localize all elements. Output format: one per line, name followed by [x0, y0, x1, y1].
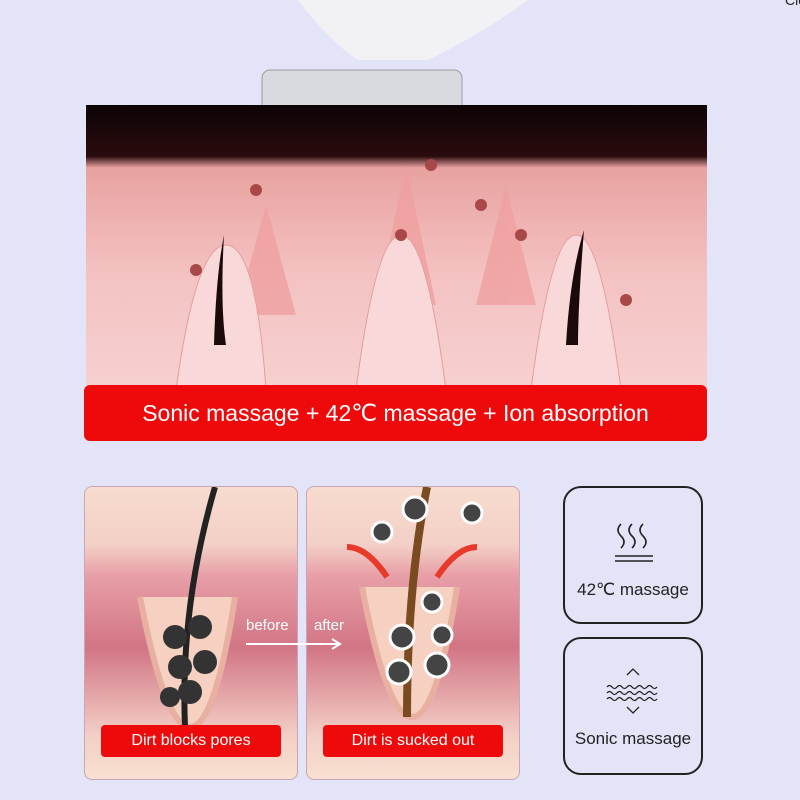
clogged-pore-illustration	[137, 487, 238, 731]
sonic-wave-icon	[606, 668, 658, 714]
before-panel: Dirt blocks pores	[84, 486, 298, 780]
arrow-right-icon	[246, 638, 342, 650]
feature-label: 42℃ massage	[577, 580, 689, 599]
after-label: after	[314, 617, 345, 634]
skin-illustration	[86, 105, 707, 390]
clean-pore-illustration	[346, 487, 484, 721]
after-panel: Dirt is sucked out	[306, 486, 520, 780]
after-caption: Dirt is sucked out	[323, 725, 503, 757]
before-caption: Dirt blocks pores	[101, 725, 281, 757]
clipped-heading: Cle	[784, 0, 800, 8]
heat-icon	[615, 523, 653, 562]
feature-label: Sonic massage	[574, 729, 692, 748]
before-label: before	[246, 617, 289, 634]
feature-card-heat: 42℃ massage	[563, 486, 703, 624]
feature-card-sonic: Sonic massage	[563, 637, 703, 775]
feature-banner: Sonic massage + 42℃ massage + Ion absorp…	[84, 385, 707, 441]
